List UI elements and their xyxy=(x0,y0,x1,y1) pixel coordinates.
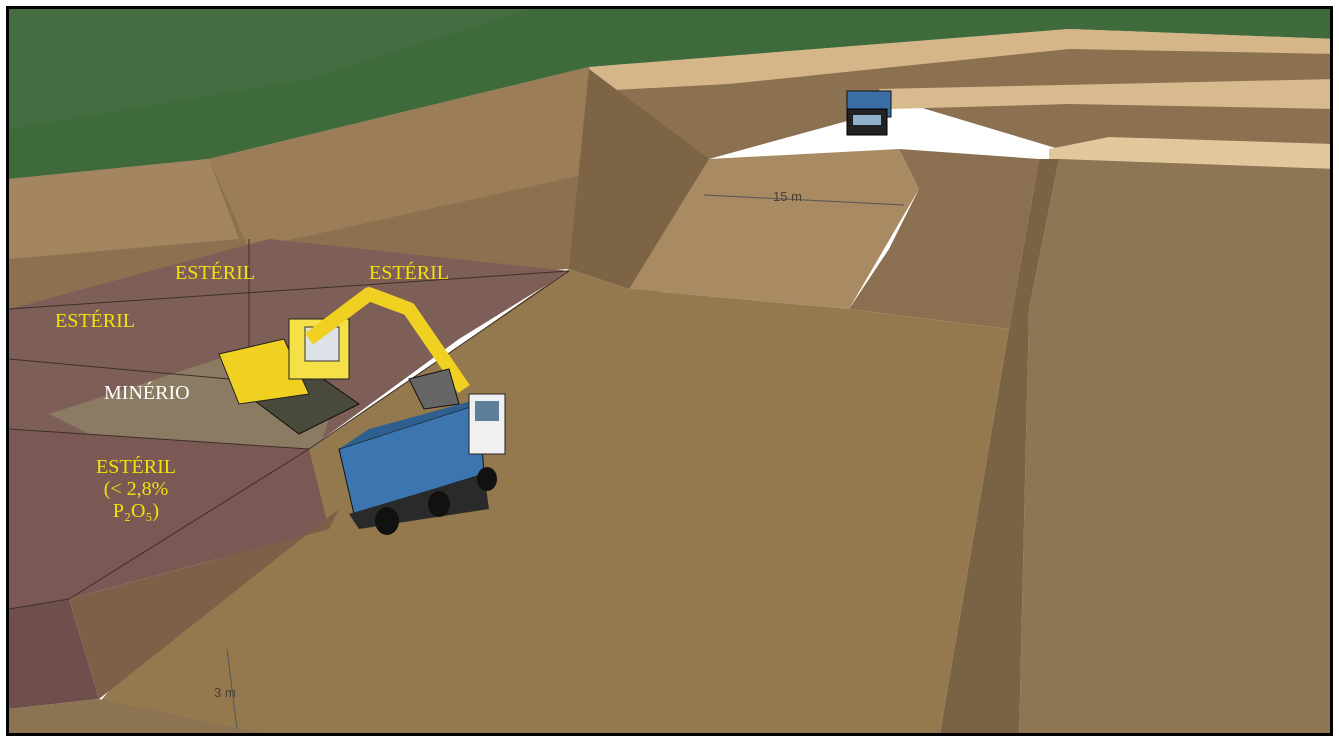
scene-frame: ESTÉRIL ESTÉRIL ESTÉRIL MINÉRIO ESTÉRIL … xyxy=(6,6,1333,736)
ramp-width-dimension: 15 m xyxy=(773,189,802,204)
right-upper-floor xyxy=(1019,159,1333,736)
mine-pit-scene xyxy=(9,9,1333,736)
label-esteril-left: ESTÉRIL xyxy=(55,310,135,332)
label-esteril-bottom-line3: P₂O₅) xyxy=(71,500,201,522)
label-esteril-bottom: ESTÉRIL (< 2,8% P₂O₅) xyxy=(71,456,201,530)
label-esteril-bottom-line1: ESTÉRIL xyxy=(71,456,201,478)
label-esteril-top-right: ESTÉRIL xyxy=(369,262,449,284)
label-minerio: MINÉRIO xyxy=(104,382,190,404)
distant-truck xyxy=(847,91,891,135)
bench-height-dimension: 3 m xyxy=(214,685,236,700)
label-esteril-top-left: ESTÉRIL xyxy=(175,262,255,284)
label-esteril-bottom-line2: (< 2,8% xyxy=(71,478,201,500)
